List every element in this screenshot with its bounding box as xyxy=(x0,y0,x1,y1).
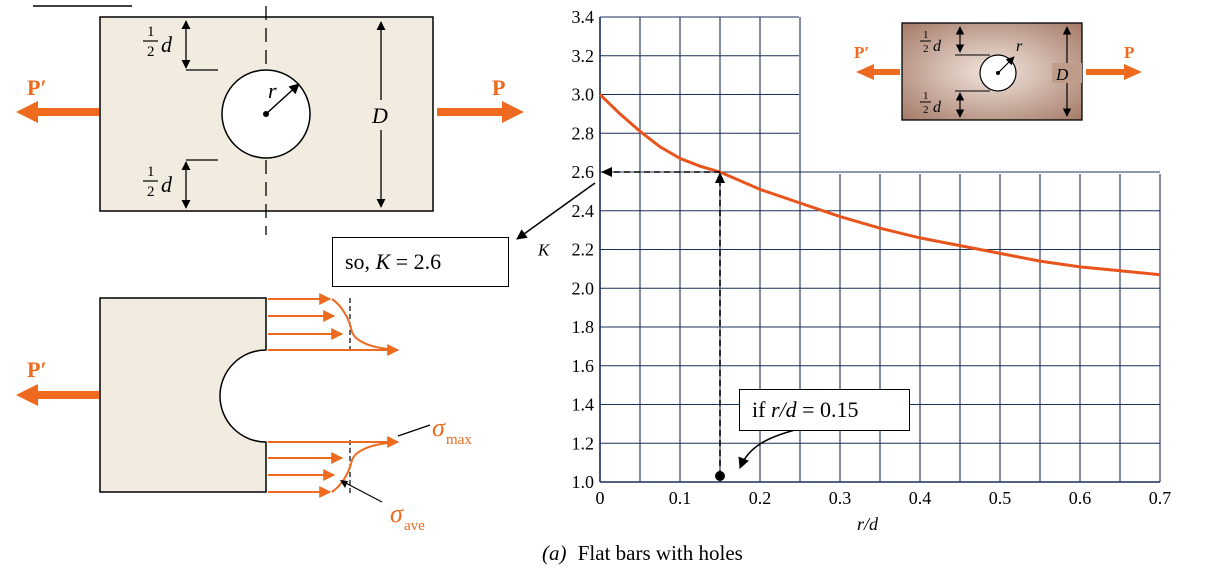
bottom-left-diagram: σ max σ ave P′ xyxy=(16,293,472,534)
k-curve-series xyxy=(598,93,1161,277)
y-tick-label: 2.2 xyxy=(572,240,595,260)
x-tick-label: 0.3 xyxy=(829,488,852,508)
x-tick-label: 0.4 xyxy=(909,488,932,508)
half-d-lower-var: d xyxy=(161,172,173,197)
inset-diagram: r 1 2 d 1 2 d D P′ P xyxy=(854,22,1142,121)
y-tick-label: 1.6 xyxy=(572,356,595,376)
width-label: D xyxy=(371,103,388,128)
y-tick-label: 2.0 xyxy=(572,278,595,298)
inset-half-d-upper-den: 2 xyxy=(923,43,929,55)
sigma-ave-leader xyxy=(341,480,383,503)
y-tick-label: 1.2 xyxy=(572,433,595,453)
inset-width-label: D xyxy=(1055,65,1069,84)
half-d-lower-num: 1 xyxy=(147,164,155,180)
x-tick-label: 0.7 xyxy=(1149,488,1172,508)
guide-v-arrowhead xyxy=(715,172,725,183)
radius-label: r xyxy=(268,78,277,103)
half-d-upper-var: d xyxy=(161,32,173,57)
caption-text: Flat bars with holes xyxy=(578,541,743,565)
y-tick-label: 1.0 xyxy=(572,472,595,492)
guide-h-arrowhead xyxy=(601,167,612,177)
k-callout-prefix: so, xyxy=(345,249,376,274)
half-d-upper-den: 2 xyxy=(147,44,155,60)
rd-callout-leader xyxy=(738,429,796,470)
k-callout-leader xyxy=(516,182,596,240)
x-tick-label: 0.2 xyxy=(749,488,772,508)
annotation-start-dot xyxy=(715,471,725,481)
y-tick-label: 2.8 xyxy=(572,123,595,143)
y-tick-label: 2.6 xyxy=(572,162,595,182)
load-right-arrow xyxy=(502,101,524,123)
load-left-arrow xyxy=(16,101,38,123)
stress-concentration-chart: 0 0.1 0.2 0.3 0.4 0.5 0.6 0.7 1.0 1.2 1.4 1.6 1.8 2.… xyxy=(537,7,1171,534)
rd-callout-rest: = 0.15 xyxy=(796,397,859,422)
inset-d-label-bg xyxy=(1052,63,1082,83)
horizontal-gridlines xyxy=(600,16,1160,483)
inset-half-d-upper-var: d xyxy=(933,38,942,55)
sigma-ave-sub: ave xyxy=(404,518,425,534)
rd-given-callout: if r/d = 0.15 xyxy=(739,389,910,431)
x-tick-label: 0.6 xyxy=(1069,488,1092,508)
x-axis-title: r/d xyxy=(857,514,879,534)
radius-arrow xyxy=(265,83,300,115)
inset-load-left-label: P′ xyxy=(854,43,869,62)
y-tick-label: 2.4 xyxy=(572,201,595,221)
caption-prefix: (a) xyxy=(542,541,567,565)
inset-load-left-arrow xyxy=(856,64,874,80)
k-callout-var: K xyxy=(375,249,391,274)
y-tick-labels: 1.0 1.2 1.4 1.6 1.8 2.0 2.2 2.4 2.6 2.8 3.0 3.2 3.4 xyxy=(572,7,595,492)
sigma-max-symbol: σ xyxy=(432,413,446,442)
inset-half-d-lower-num: 1 xyxy=(923,90,929,102)
figure-caption: (a) Flat bars with holes xyxy=(542,541,743,565)
inset-radius-arrow xyxy=(997,56,1015,74)
upper-stress-arrows xyxy=(268,293,400,356)
bottom-load-label: P′ xyxy=(27,357,47,382)
x-tick-label: 0.5 xyxy=(989,488,1012,508)
sigma-ave-leader-head xyxy=(340,480,348,488)
inset-half-d-lower-den: 2 xyxy=(923,104,929,116)
top-left-diagram: r D 1 2 d 1 2 d P′ P xyxy=(16,5,524,235)
inset-half-d-upper-num: 1 xyxy=(923,29,929,41)
lower-stress-arrows xyxy=(268,436,400,498)
x-tick-label: 0 xyxy=(596,488,605,508)
inset-load-right-arrow xyxy=(1124,64,1142,80)
y-tick-label: 3.2 xyxy=(572,46,595,66)
half-d-upper-num: 1 xyxy=(147,24,155,40)
k-result-callout: so, K = 2.6 xyxy=(332,237,509,287)
half-plate xyxy=(99,297,267,493)
sigma-ave-symbol: σ xyxy=(390,499,404,528)
sigma-max-sub: max xyxy=(446,432,472,448)
inset-radius-label: r xyxy=(1016,38,1023,55)
k-callout-rest: = 2.6 xyxy=(390,249,442,274)
bottom-load-arrow xyxy=(16,384,38,406)
rd-callout-prefix: if xyxy=(752,397,771,422)
rd-callout-var: r/d xyxy=(770,397,797,422)
load-right-label: P xyxy=(492,75,505,100)
half-d-lower-den: 2 xyxy=(147,184,155,200)
load-left-label: P′ xyxy=(27,75,47,100)
y-tick-label: 1.8 xyxy=(572,317,595,337)
sigma-max-leader xyxy=(397,424,431,437)
y-tick-label: 1.4 xyxy=(572,395,595,415)
inset-half-d-lower-var: d xyxy=(933,99,942,116)
inset-load-right-label: P xyxy=(1124,43,1134,62)
x-tick-labels: 0 0.1 0.2 0.3 0.4 0.5 0.6 0.7 xyxy=(596,488,1172,508)
y-tick-label: 3.0 xyxy=(572,85,595,105)
x-tick-label: 0.1 xyxy=(669,488,692,508)
y-axis-title: K xyxy=(537,241,551,260)
y-tick-label: 3.4 xyxy=(572,7,595,27)
